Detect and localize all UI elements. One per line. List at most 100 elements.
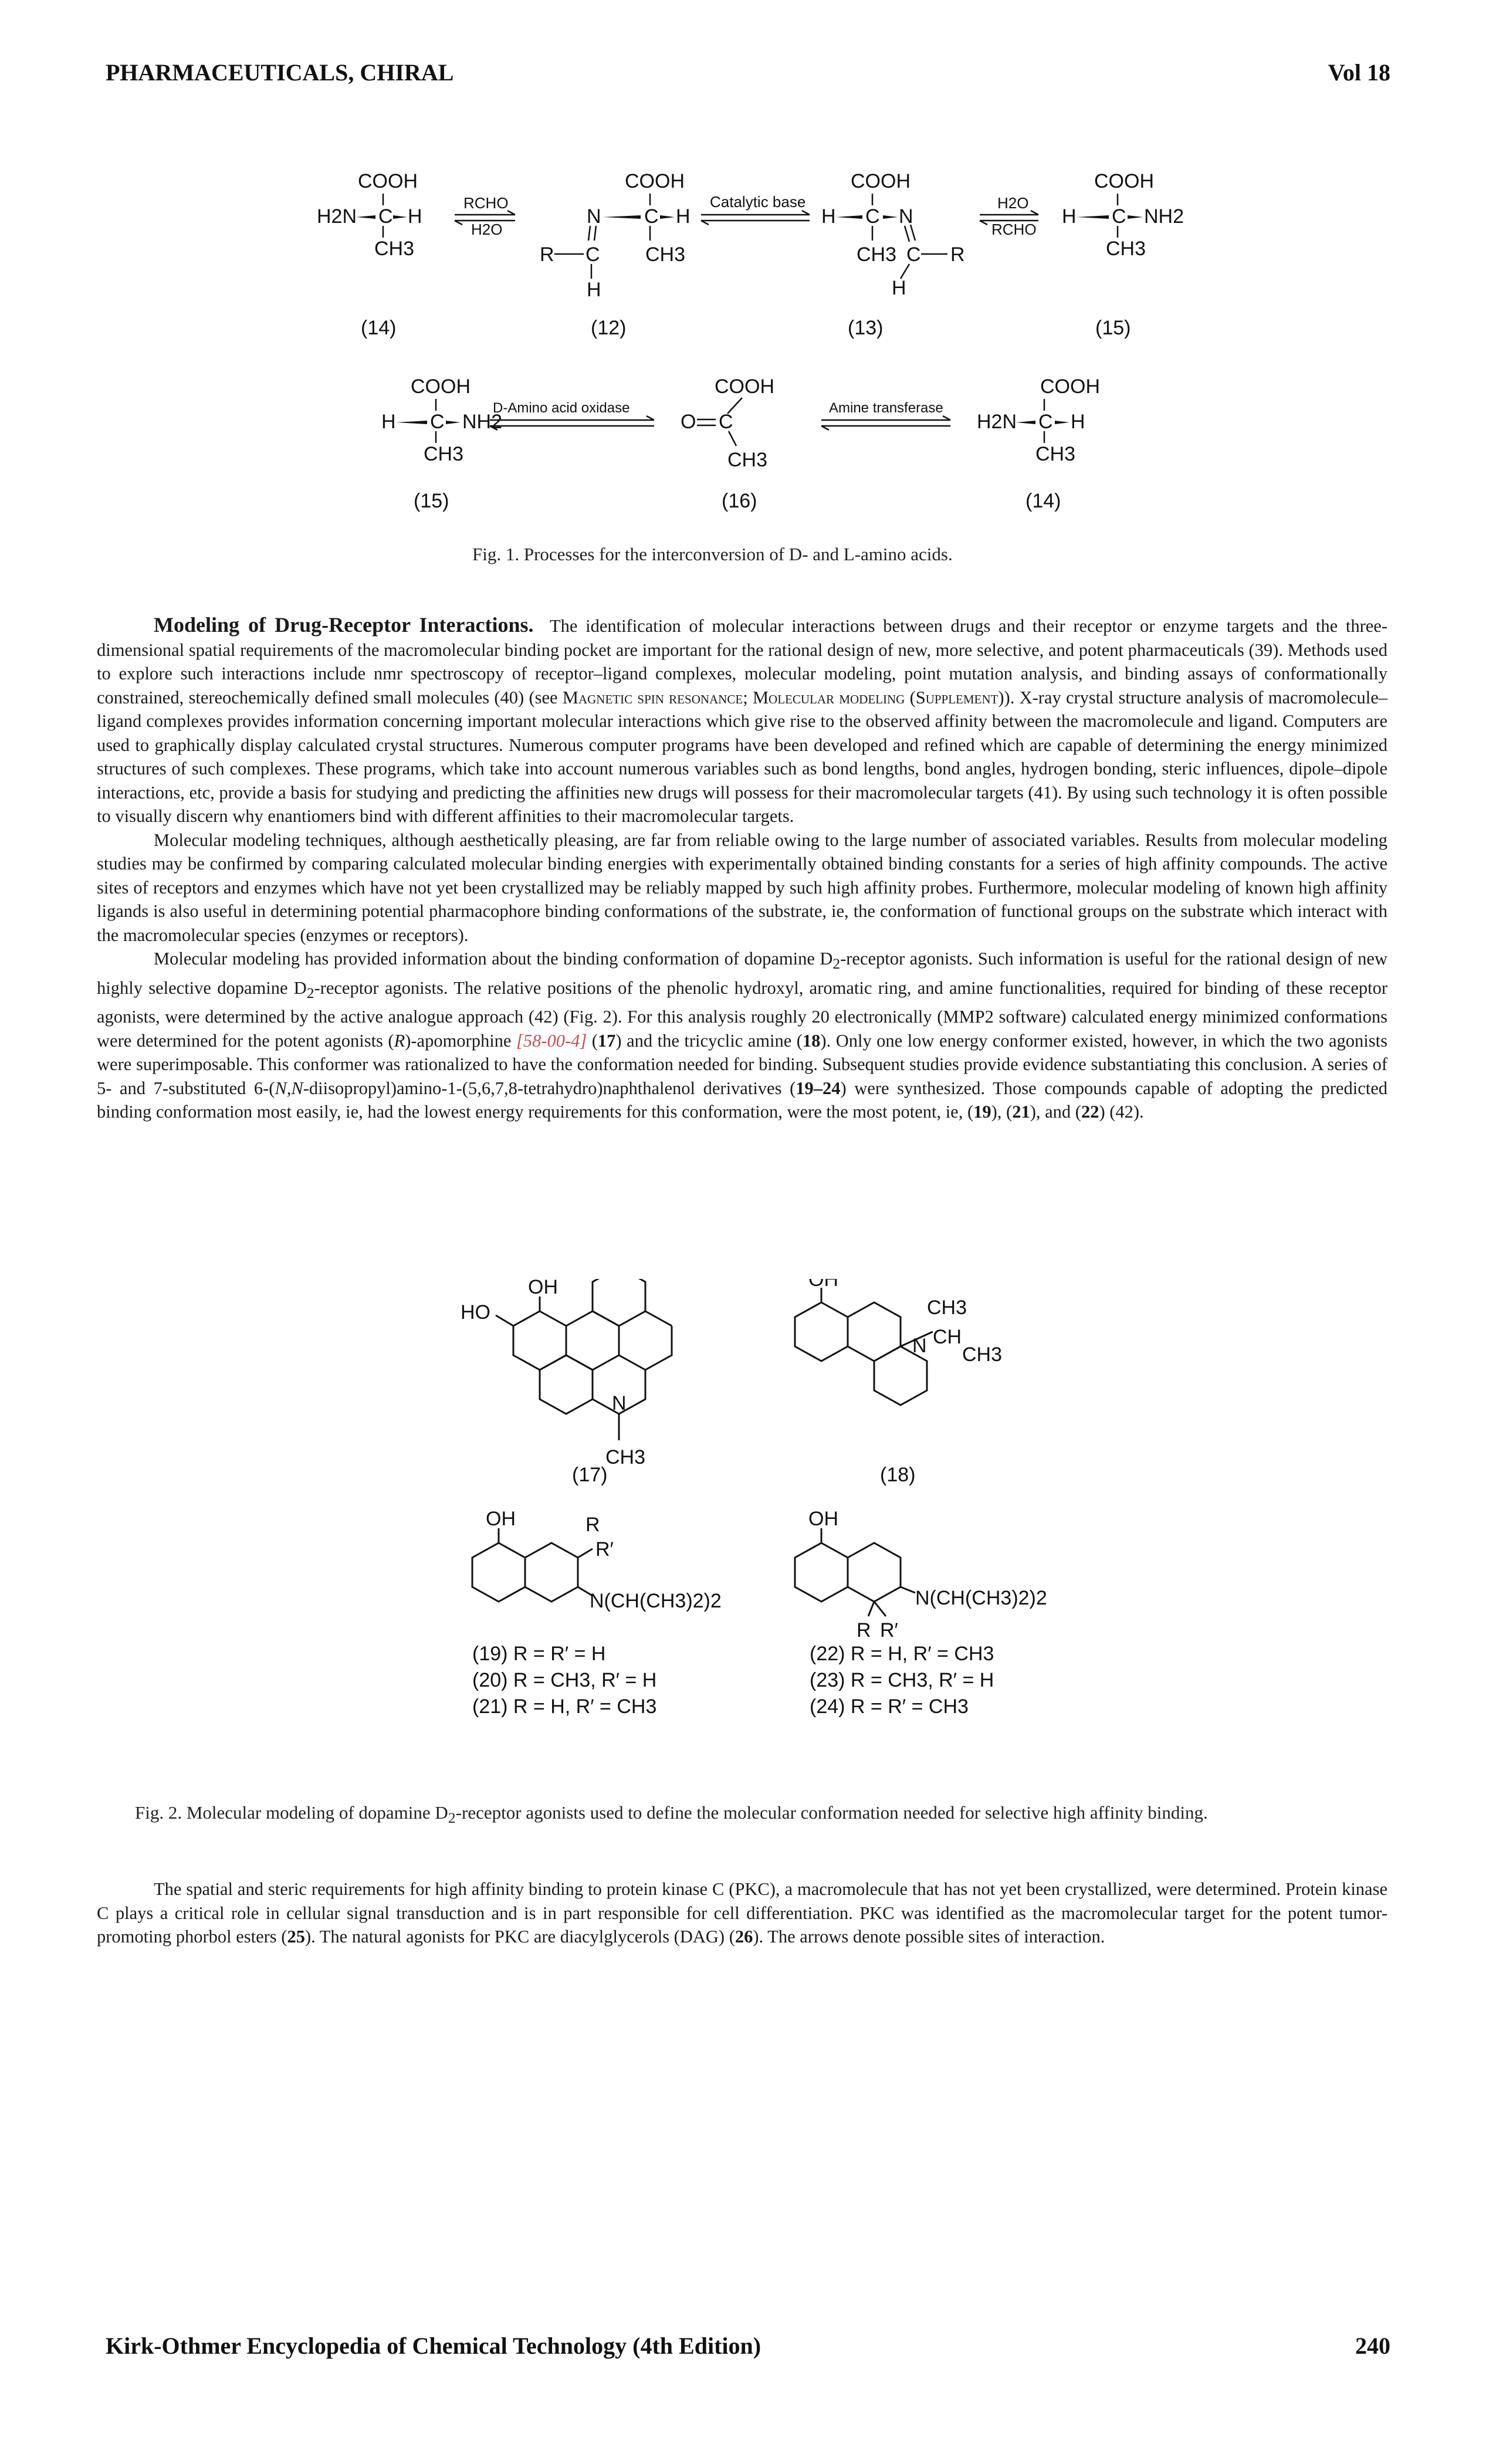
compound-12-structure: COOH N C H CH3 R C H [540, 170, 691, 301]
svg-text:CH3: CH3 [1035, 443, 1075, 465]
svg-text:CH3: CH3 [857, 243, 896, 266]
compound-16-structure: COOH O C CH3 [681, 375, 774, 471]
list-19: (19) R = R′ = H [472, 1643, 605, 1665]
svg-text:H2N: H2N [977, 411, 1017, 433]
fig2-19-amine: N(CH(CH3)2)2 [590, 1590, 722, 1612]
svg-text:H: H [676, 205, 691, 228]
label-13: (13) [848, 317, 883, 339]
svg-text:NH2: NH2 [1144, 205, 1184, 228]
fig2-17-n: N [612, 1392, 627, 1414]
svg-text:COOH: COOH [1094, 170, 1154, 192]
fig2-18-ch3-top: CH3 [927, 1297, 967, 1319]
section-body: Modeling of Drug-Receptor Interactions. … [97, 613, 1387, 1124]
svg-text:C: C [585, 243, 600, 266]
compound-22-24-structure [794, 1528, 916, 1617]
figure-1-caption: Fig. 1. Processes for the interconversio… [472, 544, 953, 564]
fig2-19-rp: R′ [595, 1538, 614, 1561]
label-18: (18) [880, 1464, 915, 1486]
fig2-18-ch3-right: CH3 [962, 1343, 1002, 1366]
page-header: PHARMACEUTICALS, CHIRAL Vol 18 [106, 59, 1390, 86]
fig1-arrow3-top: H2O [997, 194, 1028, 212]
list-20: (20) R = CH3, R′ = H [472, 1669, 656, 1691]
svg-text:CH3: CH3 [645, 243, 685, 266]
compound-14-row2-structure: COOH H2N C H CH3 [977, 375, 1100, 465]
svg-text:C: C [644, 205, 659, 228]
list-23: (23) R = CH3, R′ = H [810, 1669, 994, 1691]
fig2-19-oh: OH [486, 1508, 516, 1530]
svg-text:COOH: COOH [1040, 375, 1100, 398]
cross-ref-molecular-modeling[interactable]: Molecular modeling (Supplement) [752, 687, 1004, 708]
svg-text:H: H [587, 279, 601, 301]
label-14: (14) [361, 317, 396, 339]
paragraph-4: The spatial and steric requirements for … [97, 1879, 1387, 1947]
list-21: (21) R = H, R′ = CH3 [472, 1695, 656, 1718]
cas-number-link[interactable]: [58-00-4] [516, 1030, 587, 1051]
svg-text:O: O [681, 411, 696, 433]
svg-text:H: H [1062, 205, 1077, 228]
section-body-2: The spatial and steric requirements for … [97, 1877, 1387, 1949]
svg-text:N: N [587, 205, 601, 228]
paragraph-2: Molecular modeling techniques, although … [97, 830, 1387, 945]
compound-15-structure: COOH H C NH2 CH3 [1062, 170, 1184, 260]
svg-text:H: H [1071, 411, 1085, 433]
fig2-18-oh: OH [808, 1279, 838, 1291]
fig1-arrow1-bottom: H2O [471, 221, 502, 238]
label-14-row2: (14) [1025, 490, 1061, 512]
svg-text:R: R [950, 243, 965, 266]
label-12: (12) [591, 317, 626, 339]
label-15-row2: (15) [414, 490, 449, 512]
svg-text:C: C [378, 205, 393, 228]
cross-ref-magnetic[interactable]: Magnetic spin resonance [562, 687, 743, 708]
svg-text:CH3: CH3 [374, 238, 414, 260]
svg-text:COOH: COOH [411, 375, 471, 398]
fig2-22-oh: OH [808, 1508, 838, 1530]
svg-text:H: H [821, 205, 836, 228]
fig2-17-oh: OH [528, 1279, 558, 1298]
svg-text:COOH: COOH [851, 170, 911, 192]
figure-1-scheme: COOH H2N C H CH3 RCHO H2O COOH N C H CH3… [317, 170, 1184, 512]
volume-number: Vol 18 [1328, 59, 1390, 86]
page-footer: Kirk-Othmer Encyclopedia of Chemical Tec… [106, 2332, 1390, 2360]
svg-text:H2N: H2N [317, 205, 357, 228]
fig2-22-rp: R′ [880, 1619, 898, 1641]
fig2-22-amine: N(CH(CH3)2)2 [915, 1587, 1047, 1609]
fig2-17-ch3: CH3 [605, 1446, 645, 1468]
svg-text:N: N [899, 205, 913, 228]
fig2-19-r: R [585, 1514, 600, 1536]
svg-text:R: R [540, 243, 554, 266]
list-22: (22) R = H, R′ = CH3 [810, 1643, 994, 1665]
svg-text:C: C [906, 243, 921, 266]
fig2-17-ho: HO [461, 1301, 490, 1324]
label-15: (15) [1095, 317, 1131, 339]
fig1-arrow2-top: Catalytic base [710, 193, 805, 211]
running-title: PHARMACEUTICALS, CHIRAL [106, 59, 454, 86]
compound-18-structure [794, 1288, 933, 1406]
svg-text:H: H [892, 277, 906, 299]
svg-text:COOH: COOH [715, 375, 774, 398]
svg-text:CH3: CH3 [727, 449, 767, 471]
book-title: Kirk-Othmer Encyclopedia of Chemical Tec… [106, 2333, 761, 2359]
compound-17-structure [495, 1279, 673, 1440]
fig2-22-r: R [857, 1619, 871, 1641]
compound-13-structure: COOH H C N CH3 C R H [821, 170, 965, 299]
compound-14-structure: COOH H2N C H CH3 [317, 170, 422, 260]
paragraph-3: Molecular modeling has provided informat… [97, 949, 1388, 1122]
compound-19-21-structure [471, 1528, 593, 1603]
svg-text:C: C [865, 205, 880, 228]
figure-2-structures: OH HO N CH3 (17) OH CH3 CH N CH3 (18) [461, 1279, 1047, 1718]
label-16: (16) [722, 490, 757, 512]
svg-text:C: C [430, 411, 445, 433]
svg-text:C: C [1038, 411, 1053, 433]
fig1-arrow3-bottom: RCHO [991, 221, 1037, 238]
section-heading: Modeling of Drug-Receptor Interactions. [154, 613, 534, 637]
figure-2-caption: Fig. 2. Molecular modeling of dopamine D… [135, 1802, 1208, 1827]
svg-text:COOH: COOH [625, 170, 685, 192]
svg-text:H: H [381, 411, 396, 433]
svg-text:CH3: CH3 [1106, 238, 1146, 260]
fig1-row2-arrow2-top: Amine transferase [829, 400, 943, 416]
svg-text:H: H [408, 205, 422, 228]
svg-text:C: C [719, 411, 733, 433]
list-24: (24) R = R′ = CH3 [810, 1695, 969, 1718]
compound-15-row2-structure: COOH H C NH2 CH3 [381, 375, 502, 465]
fig1-row2-arrow1-top: D-Amino acid oxidase [493, 400, 629, 416]
